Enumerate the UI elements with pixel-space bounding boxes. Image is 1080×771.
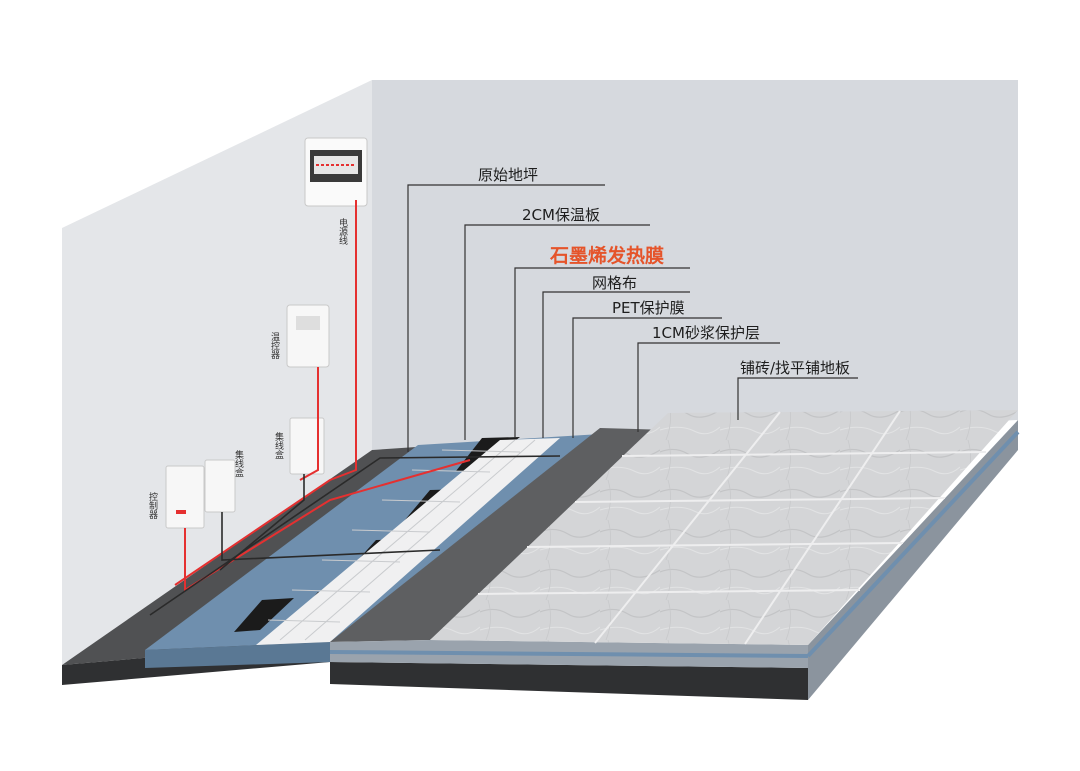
base-slab-front-lower <box>330 662 808 700</box>
tile-grout <box>477 410 987 645</box>
mesh-layer <box>256 438 560 645</box>
label-graphene-film: 石墨烯发热膜 <box>549 244 664 267</box>
layer-leaders <box>407 184 858 452</box>
insulation-edge-line <box>329 650 809 658</box>
label-original-floor: 原始地坪 <box>478 166 538 184</box>
thermostat-label: 温控器 <box>269 332 280 359</box>
label-mesh-cloth: 网格布 <box>592 274 637 292</box>
mesh-grid <box>267 439 536 641</box>
junction-box-upper <box>289 417 325 475</box>
controller-label: 控制器 <box>147 491 158 519</box>
power-line-label: 电源线 <box>337 217 348 245</box>
junction-box-upper-label: 集线盒 <box>273 431 284 459</box>
thermostat <box>286 304 330 368</box>
back-wall <box>372 80 1018 450</box>
electrical-panel <box>304 137 368 207</box>
left-wall <box>62 80 372 665</box>
controller <box>165 465 205 529</box>
label-insulation-board: 2CM保温板 <box>522 206 600 224</box>
insulation-edge <box>145 642 330 668</box>
black-wiring <box>149 455 561 616</box>
tile-floor <box>430 410 1018 645</box>
label-pet-film: PET保护膜 <box>612 299 685 317</box>
label-tile-floor: 铺砖/找平铺地板 <box>740 359 850 377</box>
red-wiring <box>174 200 471 592</box>
junction-box-lower-label: 集线盒 <box>233 449 244 477</box>
junction-box-lower <box>204 459 236 513</box>
label-mortar-layer: 1CM砂浆保护层 <box>652 324 760 342</box>
mortar-layer <box>330 428 668 642</box>
